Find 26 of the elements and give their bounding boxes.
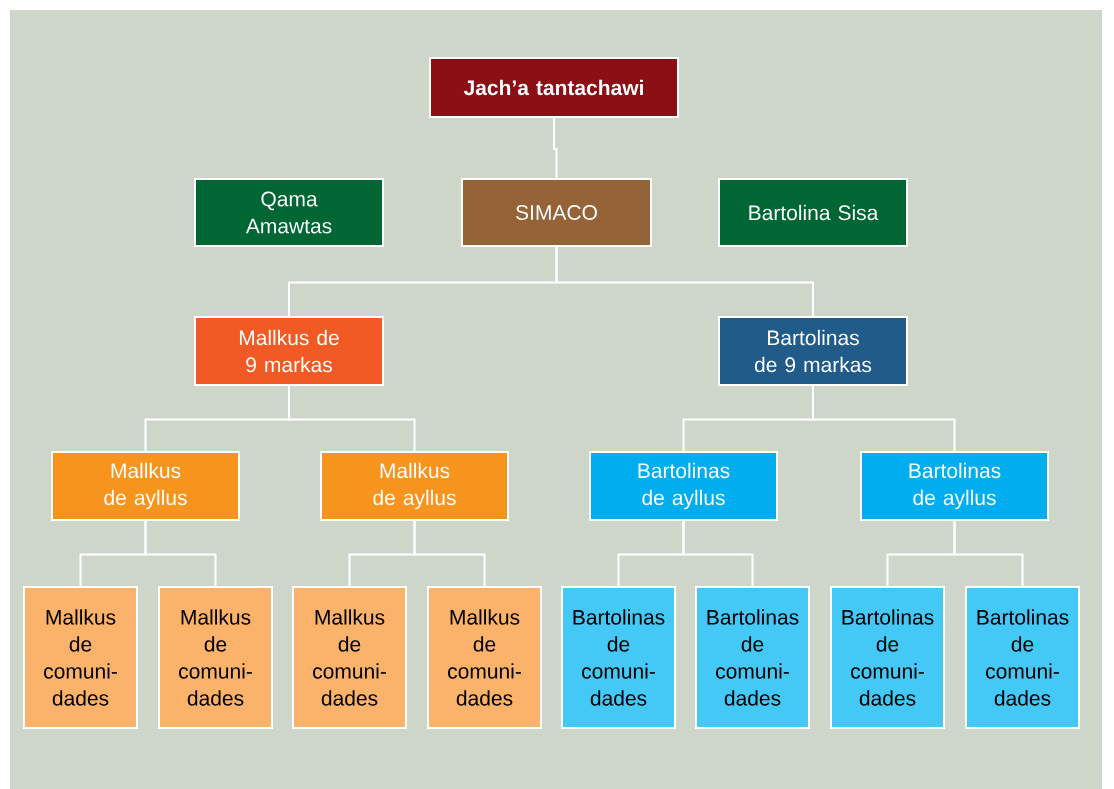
org-box: Bartolinas de comuni- dades <box>695 586 810 729</box>
org-box: Mallkus de comuni- dades <box>158 586 273 729</box>
connector-line <box>413 520 486 587</box>
org-box: Mallkus de comuni- dades <box>23 586 138 729</box>
org-box: Bartolinas de comuni- dades <box>965 586 1080 729</box>
connector-line <box>144 520 217 587</box>
org-box: Mallkus de comuni- dades <box>292 586 407 729</box>
connector-line <box>953 520 1024 587</box>
org-box: Jach’a tantachawi <box>429 57 679 118</box>
connector-line <box>553 117 558 179</box>
org-box: Mallkus de ayllus <box>51 451 240 521</box>
connector-line <box>682 520 754 587</box>
connector-line <box>288 385 416 452</box>
org-box: Bartolina Sisa <box>718 178 908 247</box>
connector-line <box>555 246 814 317</box>
org-box: Bartolinas de ayllus <box>589 451 778 521</box>
org-box: Qama Amawtas <box>194 178 384 247</box>
org-box: Bartolinas de comuni- dades <box>830 586 945 729</box>
org-box: SIMACO <box>461 178 652 247</box>
connector-line <box>812 385 956 452</box>
org-box: Mallkus de ayllus <box>320 451 509 521</box>
org-box: Mallkus de 9 markas <box>194 316 384 386</box>
org-box: Bartolinas de 9 markas <box>718 316 908 386</box>
org-box: Mallkus de comuni- dades <box>427 586 542 729</box>
org-box: Bartolinas de comuni- dades <box>561 586 676 729</box>
org-box: Bartolinas de ayllus <box>860 451 1049 521</box>
